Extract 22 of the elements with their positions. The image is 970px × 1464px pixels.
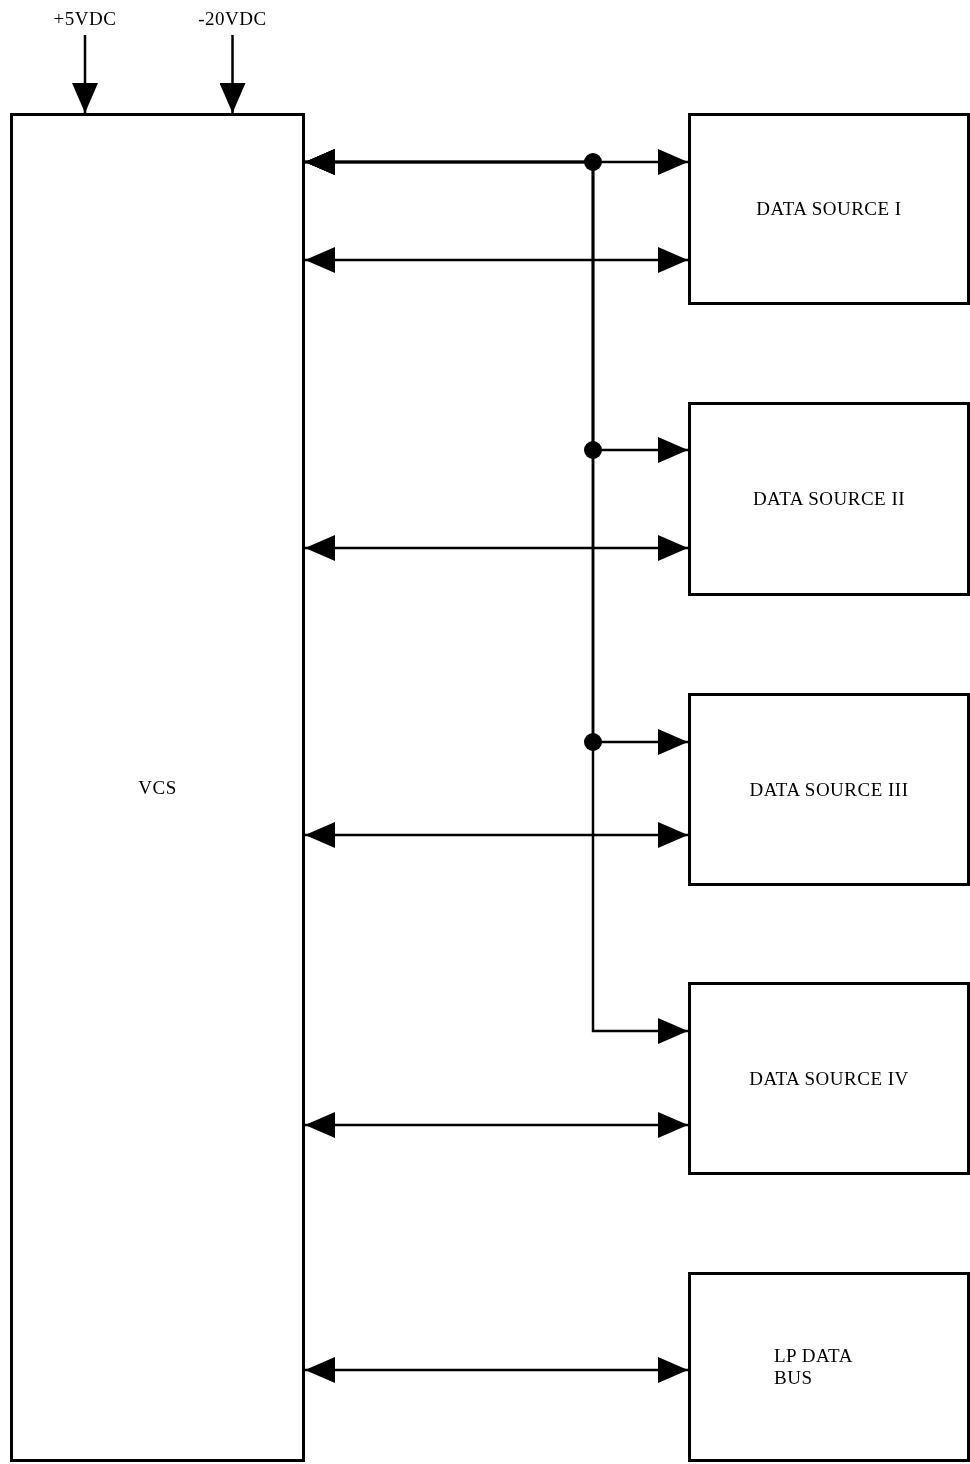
block-box <box>688 402 970 596</box>
box-label: DATA SOURCE I <box>756 198 902 220</box>
box-label: LP DATA BUS <box>774 1345 854 1389</box>
arrow <box>305 149 688 1044</box>
box-label: DATA SOURCE II <box>752 488 906 510</box>
box-label: DATA SOURCE III <box>749 778 909 801</box>
arrow <box>305 1112 688 1138</box>
voltage-label: +5VDC <box>53 8 117 30</box>
arrow <box>305 535 688 561</box>
block-box <box>688 113 970 305</box>
arrow <box>305 1357 688 1383</box>
voltage-label: -20VDC <box>198 8 267 30</box>
arrow <box>305 822 688 848</box>
arrow <box>305 247 688 273</box>
block-box <box>688 982 970 1175</box>
box-label: DATA SOURCE IV <box>749 1067 909 1090</box>
block-box <box>688 693 970 886</box>
box-label: VCS <box>138 776 177 799</box>
arrow <box>72 35 98 113</box>
block-box <box>10 113 305 1462</box>
block-box <box>688 1272 970 1462</box>
arrow <box>219 35 246 113</box>
